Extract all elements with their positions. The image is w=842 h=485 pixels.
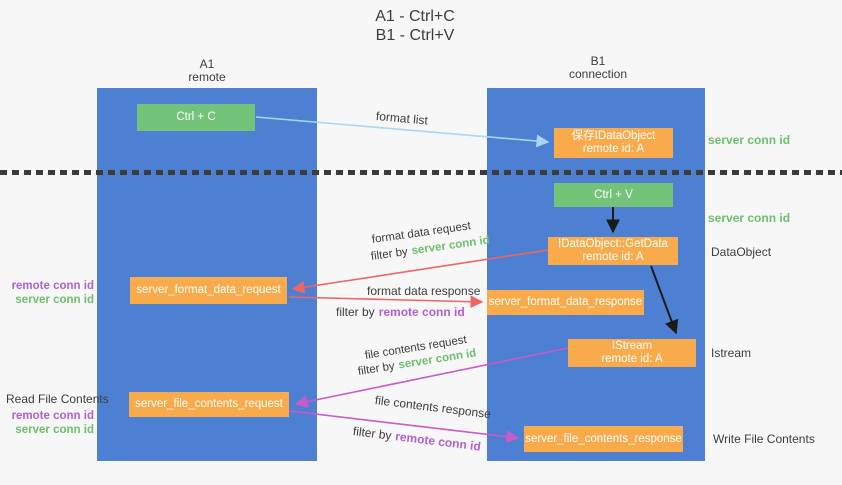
format-response-label: server_format_data_response <box>488 296 643 308</box>
file-contents-request-arrow <box>294 347 569 408</box>
lifeline-a1-header: A1 remote <box>147 58 267 84</box>
node-server-format-data-request: server_format_data_request <box>130 277 287 304</box>
lifeline-b1-role: connection <box>568 67 628 81</box>
node-save-dataobject: 保存IDataObject remote id: A <box>554 128 673 158</box>
ctrl-c-label: Ctrl + C <box>176 111 216 123</box>
remote-conn-id-key: remote conn id <box>378 305 465 319</box>
format-data-request-arrow <box>291 249 549 294</box>
annotation-left-top-conn-ids: remote conn id server conn id <box>0 279 94 307</box>
node-istream: IStream remote id: A <box>568 339 696 367</box>
save-dataobject-line1: 保存IDataObject <box>571 130 656 142</box>
server-conn-id-label: server conn id <box>15 424 94 436</box>
istream-line1: IStream <box>611 340 653 352</box>
server-conn-id-label: server conn id <box>15 294 94 306</box>
node-idataobject-getdata: IDataObject::GetData remote id: A <box>548 237 678 265</box>
lifeline-a1-name: A1 <box>199 57 215 71</box>
lifeline-a1-role: remote <box>188 70 226 84</box>
istream-line2: remote id: A <box>601 353 663 365</box>
getdata-line2: remote id: A <box>582 251 644 263</box>
file-contents-response-arrow <box>289 410 520 444</box>
diagram-title: A1 - Ctrl+C B1 - Ctrl+V <box>310 7 520 45</box>
getdata-to-istream-arrow <box>650 265 679 335</box>
title-line-2: B1 - Ctrl+V <box>375 27 455 44</box>
title-line-1: A1 - Ctrl+C <box>375 8 455 25</box>
annotation-left-bottom-conn-ids: remote conn id server conn id <box>0 409 94 437</box>
node-server-file-contents-request: server_file_contents_request <box>129 392 289 417</box>
annotation-read-file-contents: Read File Contents <box>6 392 109 406</box>
format-list-arrow <box>255 116 550 148</box>
node-ctrl-v: Ctrl + V <box>554 183 673 207</box>
save-dataobject-line2: remote id: A <box>582 143 645 155</box>
filter-by-text: filter by <box>336 305 375 319</box>
annotation-write-file-contents: Write File Contents <box>713 432 815 446</box>
getdata-line1: IDataObject::GetData <box>558 238 668 250</box>
remote-conn-id-label: remote conn id <box>11 410 94 422</box>
lifeline-b1-header: B1 connection <box>538 55 658 81</box>
format-data-response-label: format data response <box>367 284 481 298</box>
annotation-dataobject: DataObject <box>711 245 772 259</box>
remote-conn-id-label: remote conn id <box>11 280 94 292</box>
file-request-label: server_file_contents_request <box>135 398 283 410</box>
format-request-label: server_format_data_request <box>136 284 281 296</box>
lifeline-b1-name: B1 <box>590 54 606 68</box>
annotation-server-conn-id-mid: server conn id <box>708 211 791 225</box>
node-ctrl-c: Ctrl + C <box>137 104 255 131</box>
node-server-file-contents-response: server_file_contents_response <box>524 426 683 452</box>
format-data-response-arrow <box>288 295 484 309</box>
phase-divider-dotted-line <box>0 170 842 175</box>
node-server-format-data-response: server_format_data_response <box>487 290 644 315</box>
ctrl-v-label: Ctrl + V <box>594 188 633 201</box>
annotation-server-conn-id-top: server conn id <box>708 133 791 147</box>
file-response-label: server_file_contents_response <box>525 432 682 445</box>
annotation-istream: Istream <box>711 346 752 360</box>
